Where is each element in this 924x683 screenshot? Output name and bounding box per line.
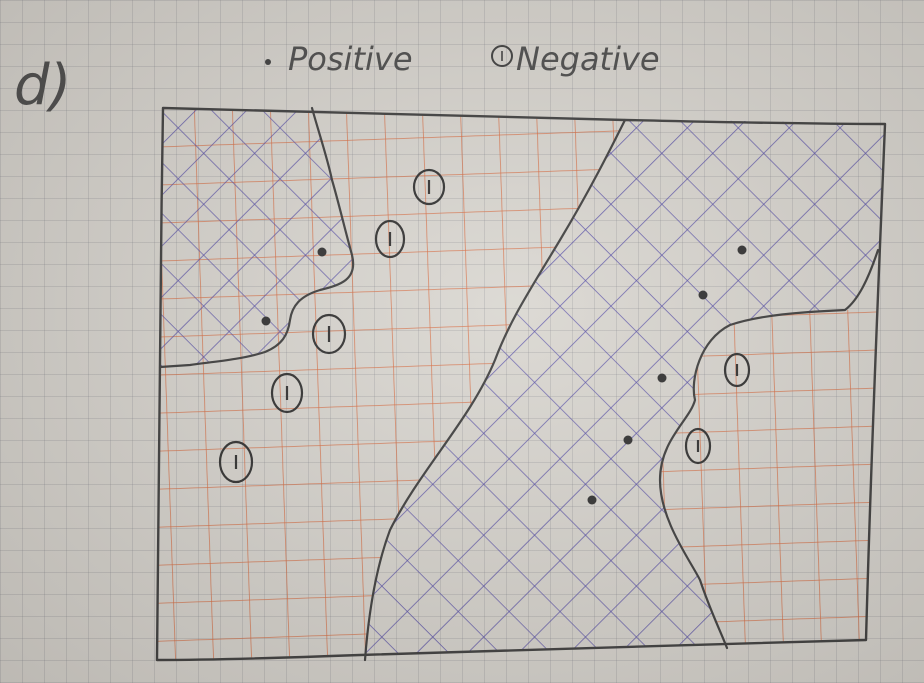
- band-right-boundary: [658, 248, 880, 650]
- top-left-region: [157, 108, 354, 368]
- negative-point: [311, 313, 347, 355]
- diagram-frame: [155, 106, 887, 662]
- decision-boundaries: [158, 106, 880, 662]
- positive-point: [261, 316, 271, 326]
- negative-point: [723, 352, 751, 388]
- negative-point: [374, 219, 406, 259]
- bottom-right-region: [660, 310, 880, 660]
- positive-point: [317, 247, 327, 257]
- negative-point: [270, 372, 304, 414]
- legend-positive-label: Positive: [288, 40, 413, 78]
- legend-negative-label: Negative: [516, 40, 660, 78]
- negative-point: [218, 440, 254, 484]
- legend-positive-dot: [265, 59, 271, 65]
- legend: Positive Negative: [265, 40, 660, 78]
- positive-point: [587, 495, 597, 505]
- negative-point: [412, 168, 446, 206]
- positive-point: [737, 245, 747, 255]
- part-label: d): [14, 53, 71, 118]
- top-left-boundary: [158, 106, 355, 369]
- legend-negative-marker: [491, 45, 513, 67]
- middle-band-region: [365, 120, 885, 660]
- positive-point: [623, 435, 633, 445]
- band-left-boundary: [363, 118, 627, 662]
- positive-point: [698, 290, 708, 300]
- negative-point: [684, 427, 712, 465]
- positive-points: [261, 245, 747, 505]
- positive-point: [657, 373, 667, 383]
- negative-points: [218, 168, 751, 484]
